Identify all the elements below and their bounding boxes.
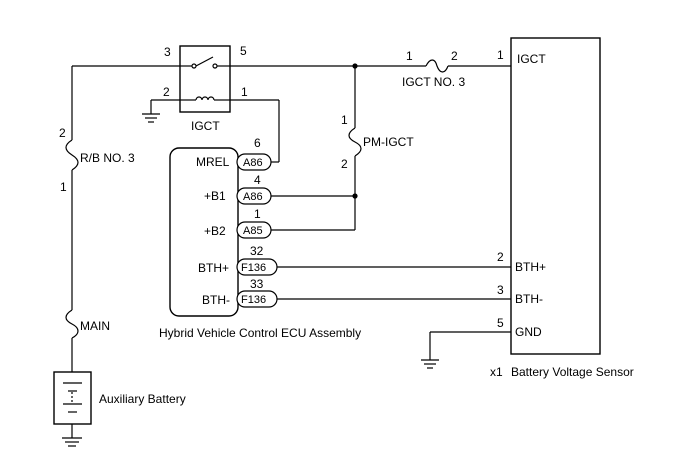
ecu-connector-bthminus	[236, 290, 278, 308]
rb3-pin-top: 2	[59, 126, 66, 140]
sensor-pin-igct: 1	[497, 48, 504, 62]
ecu-connector-label-bthplus: F136	[241, 262, 266, 274]
relay-ground-icon	[142, 113, 160, 123]
ecu-label: Hybrid Vehicle Control ECU Assembly	[159, 326, 361, 340]
ecu-pin-mrel: 6	[254, 136, 261, 150]
relay-pin-5: 5	[240, 44, 247, 58]
rb3-fuse-label: R/B NO. 3	[80, 151, 135, 165]
igct3-pin-left: 1	[406, 49, 413, 63]
sensor-terminal-gnd: GND	[515, 325, 542, 339]
ecu-connector-label-b1: A86	[243, 191, 263, 203]
pmigct-pin-bottom: 2	[341, 157, 348, 171]
relay-contact-left	[191, 63, 197, 69]
sensor-qty: x1	[490, 365, 503, 379]
pmigct-fuse-symbol	[348, 127, 362, 157]
ecu-connector-b2	[236, 221, 272, 239]
ecu-terminal-label-mrel: MREL	[196, 155, 230, 169]
sensor-terminal-igct: IGCT	[517, 52, 546, 66]
relay-label: IGCT	[191, 119, 220, 133]
igct-relay-box	[179, 45, 231, 113]
sensor-pin-bthminus: 3	[497, 283, 504, 297]
sensor-label: Battery Voltage Sensor	[511, 365, 634, 379]
ecu-pin-bthminus: 33	[250, 277, 264, 291]
pmigct-pin-top: 1	[341, 113, 348, 127]
pmigct-fuse-label: PM-IGCT	[363, 135, 414, 149]
relay-pin-3: 3	[164, 45, 171, 59]
ecu-connector-b1	[236, 187, 272, 205]
relay-contact-right	[212, 63, 218, 69]
ecu-terminal-label-bthminus: BTH-	[202, 293, 230, 307]
sensor-ground-icon	[421, 359, 439, 369]
ecu-pin-bthplus: 32	[250, 244, 264, 258]
relay-pin-1: 1	[241, 85, 248, 99]
sensor-terminal-bthplus: BTH+	[515, 260, 546, 274]
ecu-connector-label-mrel: A86	[243, 157, 263, 169]
relay-coil-symbol	[195, 96, 215, 101]
battery-label: Auxiliary Battery	[99, 392, 186, 406]
igct3-fuse-label: IGCT NO. 3	[402, 75, 465, 89]
battery-ground-icon	[62, 437, 82, 447]
main-fuse-label: MAIN	[80, 319, 110, 333]
rb3-pin-bottom: 1	[60, 180, 67, 194]
ecu-connector-mrel	[236, 153, 272, 171]
ecu-terminal-label-b1: +B1	[204, 189, 226, 203]
sensor-terminal-bthminus: BTH-	[515, 292, 543, 306]
ecu-connector-label-bthminus: F136	[241, 294, 266, 306]
ecu-pin-b2: 1	[254, 207, 261, 221]
relay-switch-blade	[195, 56, 214, 67]
igct3-fuse-symbol	[425, 59, 449, 73]
ecu-terminal-label-b2: +B2	[204, 224, 226, 238]
ecu-terminal-label-bthplus: BTH+	[198, 261, 229, 275]
relay-pin-2: 2	[163, 85, 170, 99]
rb3-fuse-symbol	[65, 139, 79, 171]
igct3-pin-right: 2	[451, 49, 458, 63]
main-fuse-symbol	[65, 309, 79, 339]
ecu-connector-label-b2: A85	[243, 225, 263, 237]
sensor-pin-bthplus: 2	[497, 250, 504, 264]
sensor-pin-gnd: 5	[497, 316, 504, 330]
sensor-box	[510, 37, 601, 355]
ecu-pin-b1: 4	[254, 173, 261, 187]
ecu-connector-bthplus	[236, 258, 278, 276]
